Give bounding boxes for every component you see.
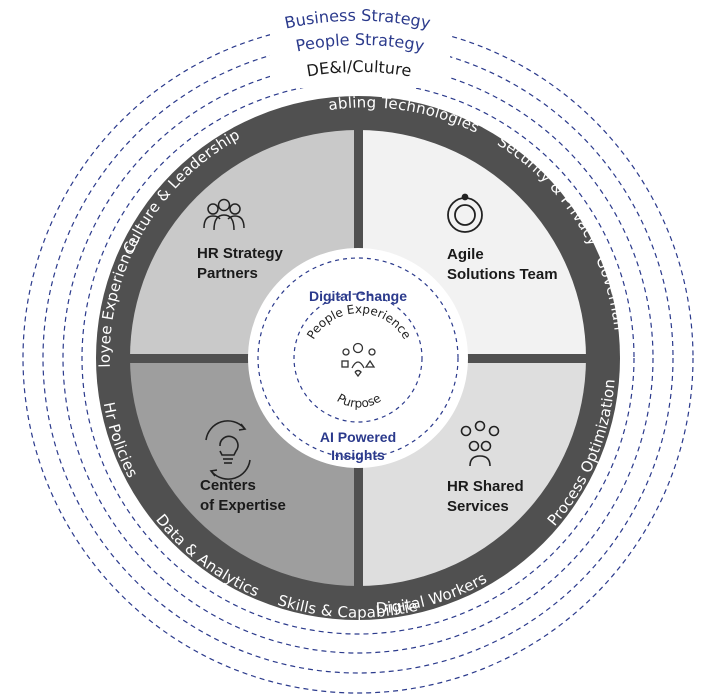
digital-change-label: Digital Change xyxy=(309,288,407,304)
outer-label-backdrop xyxy=(270,8,450,88)
lightbulb-cycle-icon xyxy=(205,420,251,480)
agile-label: Agile xyxy=(447,246,484,263)
purpose-label: Purpose xyxy=(335,391,384,411)
center-inner-dashed-ring xyxy=(293,293,423,423)
ai-powered-label: AI Powered xyxy=(320,429,396,445)
partners-label: Partners xyxy=(197,265,258,282)
shared-people-icon xyxy=(460,420,500,467)
centers-label: Centers xyxy=(200,477,256,494)
insights-label: Insights xyxy=(331,447,385,463)
solutions-team-label: Solutions Team xyxy=(447,266,558,283)
people-group-icon xyxy=(203,198,245,231)
hr-shared-label: HR Shared xyxy=(447,478,524,495)
dei-culture-label: DE&I/Culture xyxy=(305,57,413,81)
center-outer-dashed-ring xyxy=(257,257,459,459)
center-circle xyxy=(248,248,468,468)
target-circle-icon xyxy=(447,193,483,233)
services-label: Services xyxy=(447,498,509,515)
of-expertise-label: of Expertise xyxy=(200,497,286,514)
people-network-icon xyxy=(341,342,376,378)
hr-strategy-label: HR Strategy xyxy=(197,245,284,262)
